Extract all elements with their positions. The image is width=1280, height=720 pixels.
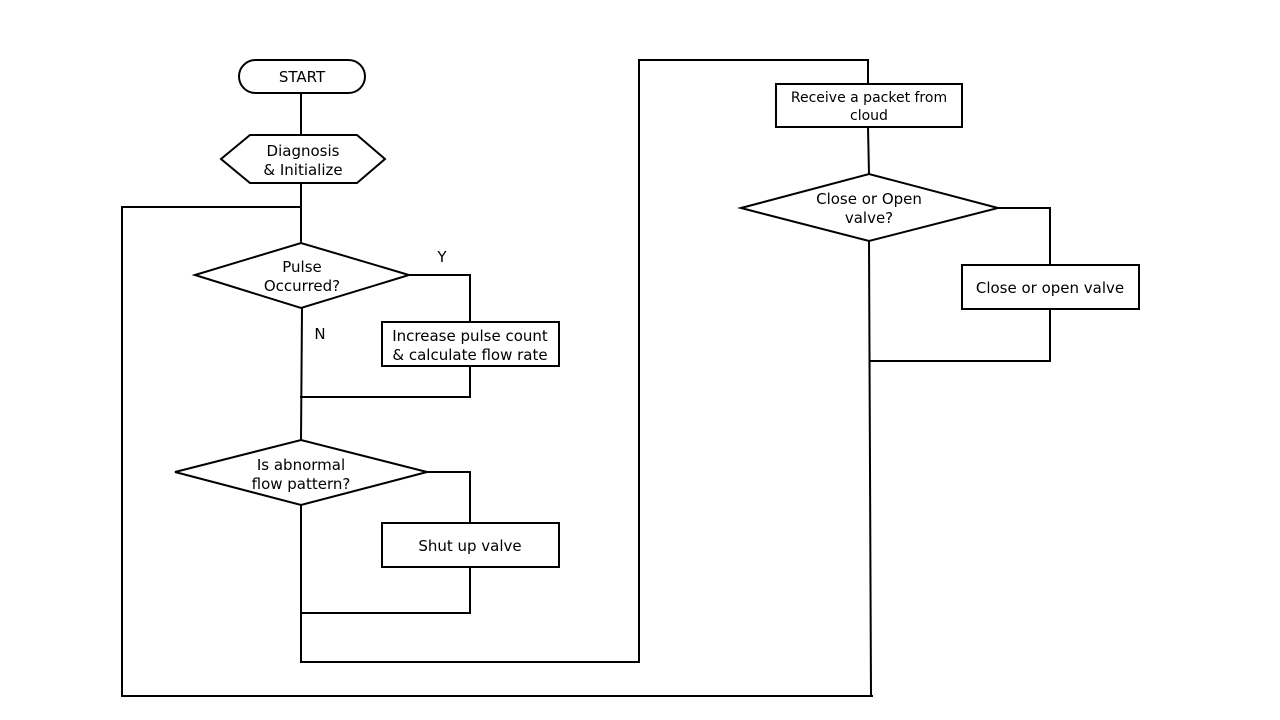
connector-abnormal-no bbox=[300, 59, 869, 663]
pulse-decision: Pulse Occurred? bbox=[191, 241, 413, 310]
receive-packet-process: Receive a packet from cloud bbox=[775, 83, 963, 128]
pulse-label-line-1: Pulse bbox=[282, 258, 322, 276]
connector-valve-no bbox=[867, 239, 873, 698]
connector-abnormal-yes bbox=[426, 471, 471, 524]
connector-receive-valve bbox=[866, 125, 871, 176]
yes-label: Y bbox=[436, 248, 447, 266]
connector-shut-merge bbox=[300, 566, 471, 614]
receive-label-line-2: cloud bbox=[850, 108, 888, 124]
connector-pulse-yes bbox=[408, 274, 471, 323]
abnormal-decision: Is abnormal flow pattern? bbox=[174, 438, 428, 507]
start-label: START bbox=[279, 68, 326, 86]
connector-increase-merge bbox=[300, 365, 471, 398]
connectors bbox=[121, 59, 1051, 698]
connector-pulse-no bbox=[299, 306, 304, 442]
start-terminator: START bbox=[238, 59, 366, 94]
abnormal-label-line-2: flow pattern? bbox=[252, 475, 351, 493]
increase-label-line-2: & calculate flow rate bbox=[392, 346, 547, 364]
shut-valve-process: Shut up valve bbox=[381, 522, 560, 568]
valve-decision-label-line-1: Close or Open bbox=[816, 190, 922, 208]
increase-label-line-1: Increase pulse count bbox=[392, 327, 548, 345]
valve-action-process: Close or open valve bbox=[961, 264, 1140, 310]
valve-decision-label-line-2: valve? bbox=[845, 209, 893, 227]
abnormal-label-line-1: Is abnormal bbox=[257, 456, 345, 474]
init-label-line-2: & Initialize bbox=[263, 161, 342, 179]
valve-action-label: Close or open valve bbox=[976, 279, 1124, 297]
shut-valve-label: Shut up valve bbox=[418, 537, 521, 555]
connector-outer-loop bbox=[121, 206, 873, 697]
increase-process: Increase pulse count & calculate flow ra… bbox=[381, 321, 560, 367]
valve-decision: Close or Open valve? bbox=[737, 172, 1002, 243]
init-label-line-1: Diagnosis bbox=[267, 142, 340, 160]
no-label: N bbox=[314, 325, 325, 343]
connector-valve-box-merge bbox=[870, 308, 1051, 362]
init-step: Diagnosis & Initialize bbox=[219, 134, 387, 184]
pulse-label-line-2: Occurred? bbox=[264, 277, 340, 295]
connector-valve-yes bbox=[997, 207, 1051, 266]
receive-label-line-1: Receive a packet from bbox=[791, 90, 947, 106]
